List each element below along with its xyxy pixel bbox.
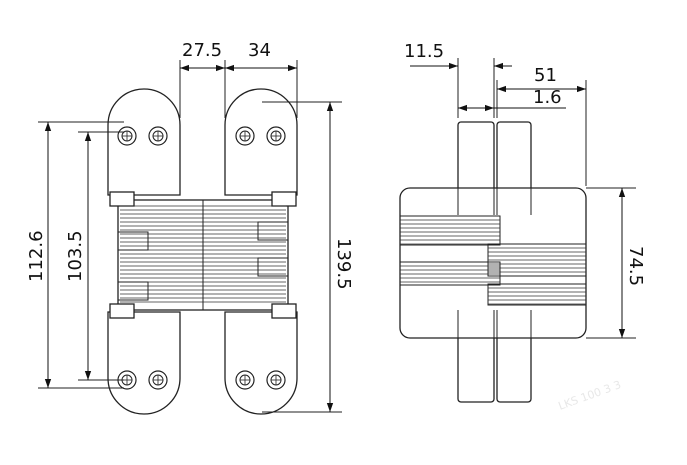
- screw-hole: [235, 370, 255, 390]
- side-body: [399, 187, 587, 339]
- screw-hole: [266, 126, 286, 146]
- screw-hole: [148, 370, 168, 390]
- left-leaf-top: [107, 88, 181, 196]
- dim-height-right: 139.5: [262, 101, 354, 413]
- dim-label-74-5: 74.5: [625, 246, 646, 286]
- dim-label-11-5: 11.5: [404, 41, 444, 62]
- screw-hole: [117, 126, 137, 146]
- dim-side-top: 11.5 51 1.6: [404, 41, 587, 186]
- dim-label-27-5: 27.5: [182, 40, 222, 61]
- hinge-mechanism: [109, 191, 297, 319]
- dim-heights-left: 112.6 103.5: [26, 121, 124, 389]
- screw-hole: [235, 126, 255, 146]
- svg-text:LKS 100 3 3: LKS 100 3 3: [557, 378, 623, 413]
- screw-hole: [117, 370, 137, 390]
- dim-label-34: 34: [248, 40, 271, 61]
- left-leaf-bottom: [107, 311, 181, 415]
- right-leaf-bottom: [224, 311, 298, 415]
- screw-hole: [148, 126, 168, 146]
- dim-label-1-6: 1.6: [533, 87, 562, 108]
- screw-hole: [266, 370, 286, 390]
- side-view: 11.5 51 1.6 74.5: [399, 41, 646, 403]
- dim-label-51: 51: [534, 65, 557, 86]
- screw-holes-front: [117, 126, 286, 390]
- dim-label-139-5: 139.5: [333, 238, 354, 290]
- dim-width-top: 27.5 34: [179, 40, 298, 118]
- dim-label-112-6: 112.6: [26, 230, 47, 282]
- dim-side-height: 74.5: [586, 187, 646, 339]
- dim-label-103-5: 103.5: [65, 230, 86, 282]
- front-view: 27.5 34 112.6 103.5 139.5: [26, 40, 354, 415]
- right-leaf-top: [224, 88, 298, 196]
- side-stripes: [399, 215, 587, 306]
